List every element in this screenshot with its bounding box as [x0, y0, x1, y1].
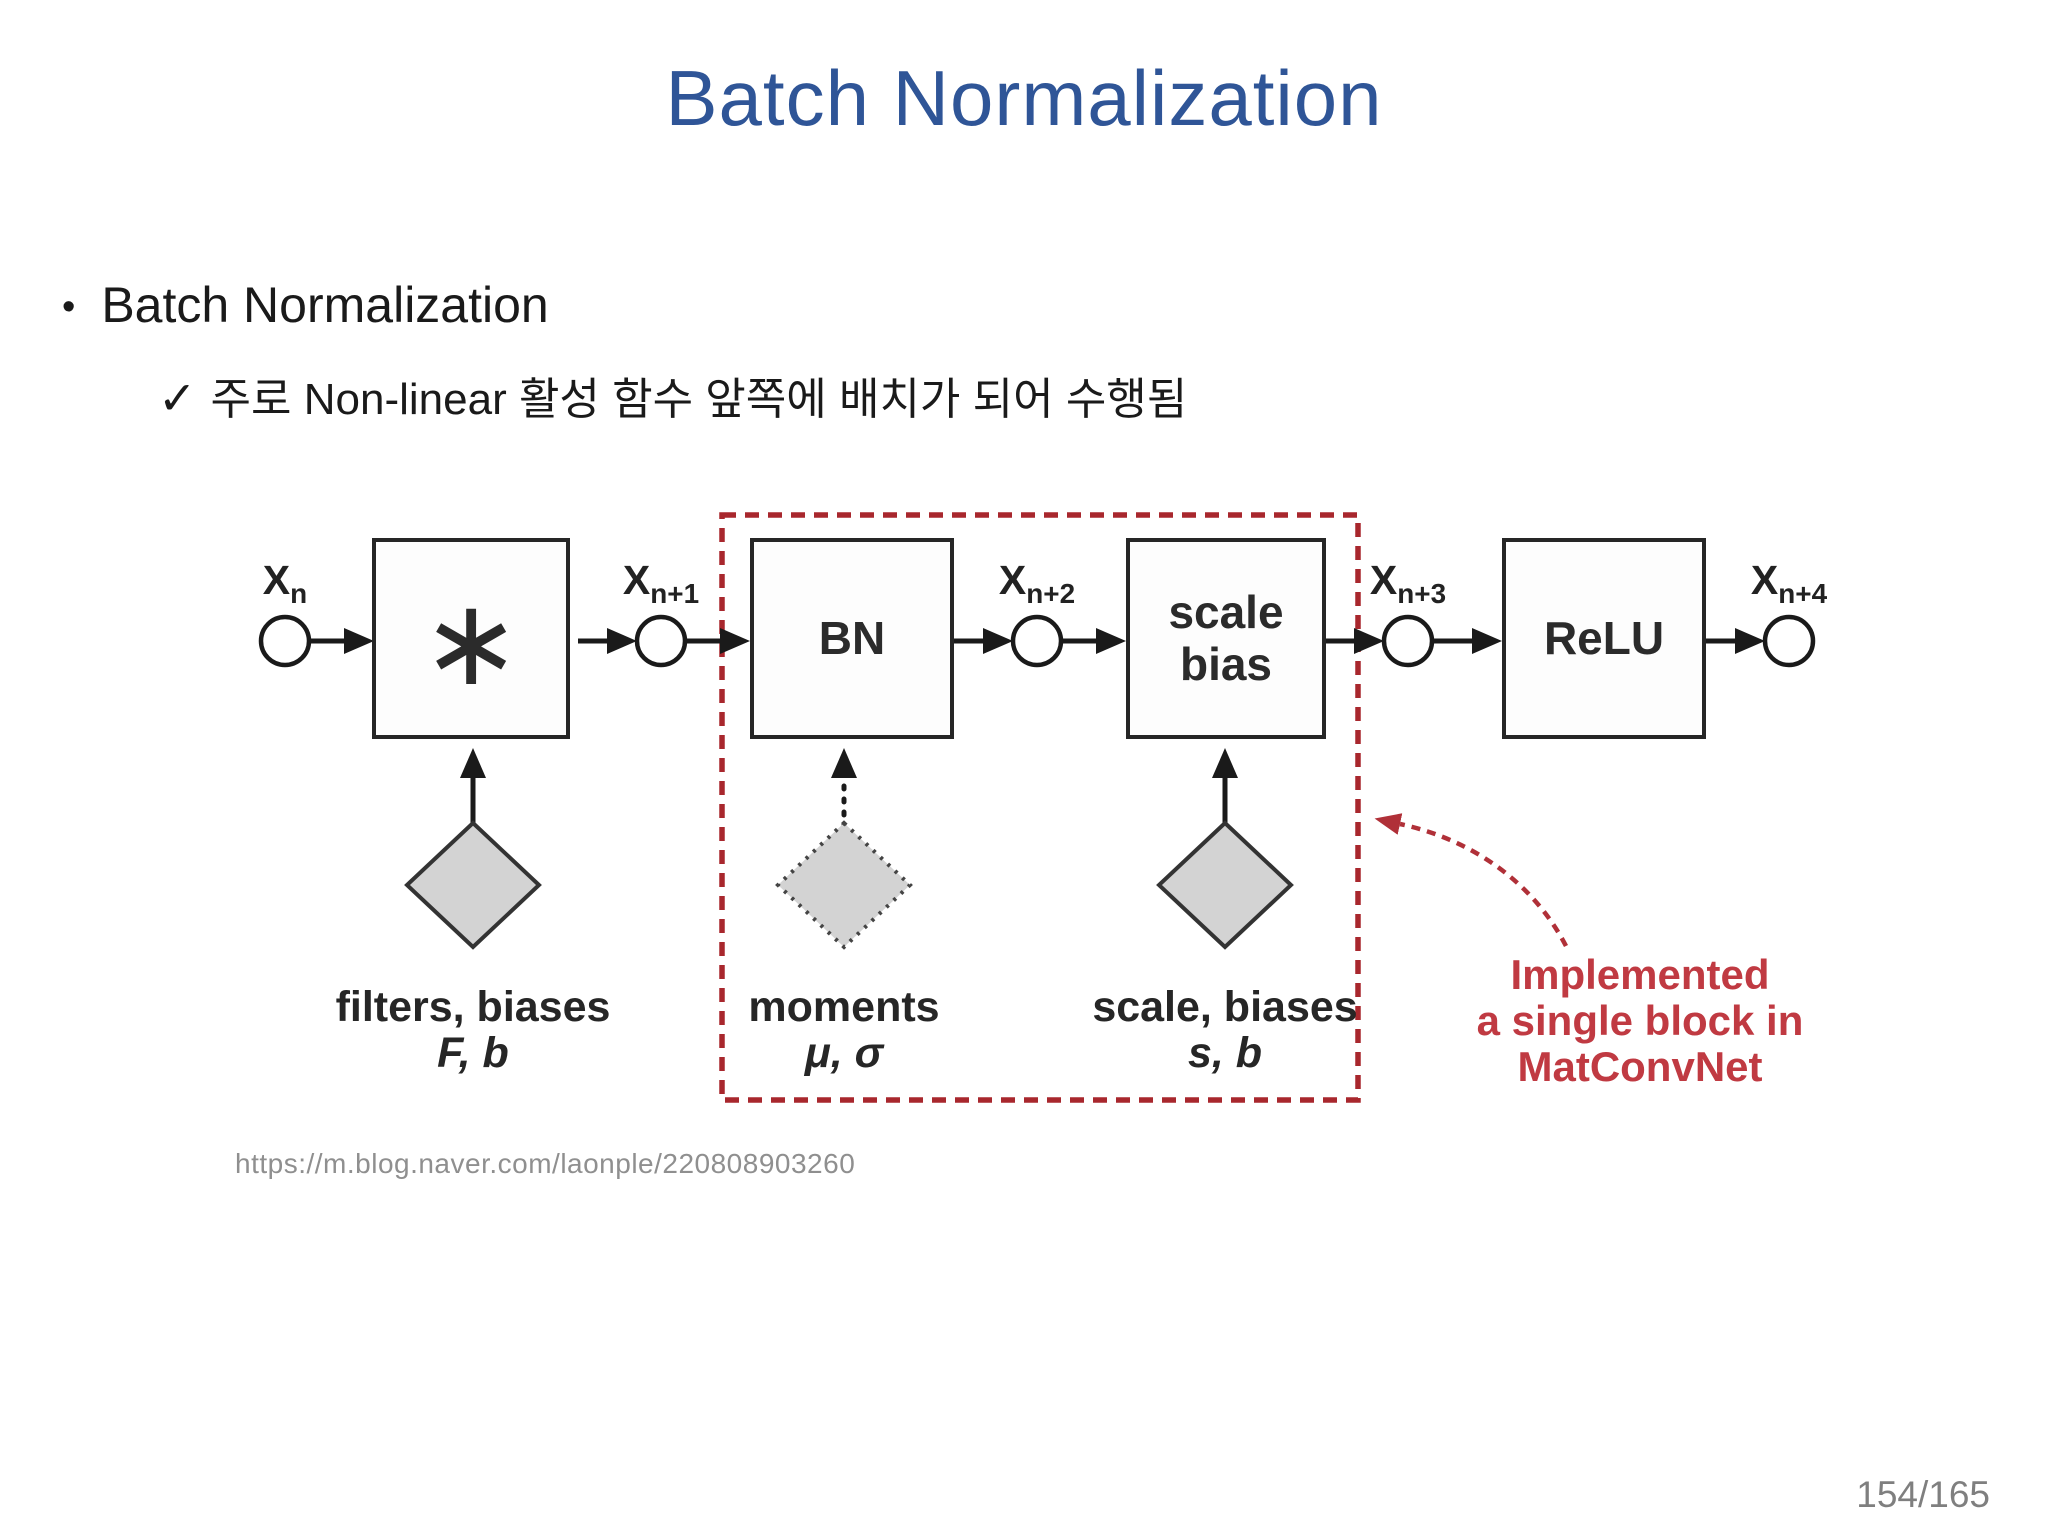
node-xn-circle: [258, 614, 312, 668]
filters-biases-symbols: F, b: [437, 1029, 509, 1078]
check-line: ✓ 주로 Non-linear 활성 함수 앞쪽에 배치가 되어 수행됨: [158, 372, 1187, 426]
source-url: https://m.blog.naver.com/laonple/2208089…: [235, 1148, 856, 1179]
scale-biases-label: scale, biases s, b: [1005, 984, 1445, 1077]
page-number: 154/165: [1856, 1474, 1990, 1515]
bullet-line: • Batch Normalization: [62, 278, 549, 333]
checkmark-icon: ✓: [158, 372, 197, 424]
bullet-icon: •: [62, 285, 76, 328]
relu-box: ReLU: [1502, 538, 1706, 739]
bn-box: BN: [750, 538, 954, 739]
scale-bias-box: scale bias: [1126, 538, 1326, 739]
conv-box: ∗: [372, 538, 570, 739]
moments-label: moments μ, σ: [624, 984, 1064, 1077]
node-label-xn2: Xn+2: [998, 557, 1076, 610]
annotation-line3: MatConvNet: [1517, 1043, 1763, 1091]
annotation-line2: a single block in: [1476, 997, 1804, 1045]
relu-box-label: ReLU: [1543, 611, 1665, 664]
moments-diamond: [775, 820, 913, 950]
moments-name: moments: [748, 983, 940, 1031]
node-label-xn3: Xn+3: [1369, 557, 1447, 610]
scale-biases-diamond: [1156, 820, 1294, 950]
filters-biases-name: filters, biases: [335, 983, 611, 1031]
moments-symbols: μ, σ: [804, 1029, 884, 1078]
filters-biases-label: filters, biases F, b: [253, 984, 693, 1077]
check-text: 주로 Non-linear 활성 함수 앞쪽에 배치가 되어 수행됨: [210, 375, 1188, 424]
node-label-xn1: Xn+1: [622, 557, 700, 610]
node-xn2-circle: [1010, 614, 1064, 668]
scale-bias-box-label-line1: scale: [1168, 585, 1284, 638]
bullet-text: Batch Normalization: [101, 277, 549, 333]
annotation-line1: Implemented: [1510, 951, 1770, 998]
node-label-xn4: Xn+4: [1750, 557, 1828, 610]
node-label-xn: Xn: [262, 557, 308, 610]
scale-biases-name: scale, biases: [1092, 983, 1358, 1031]
bn-box-label: BN: [818, 611, 886, 664]
matconvnet-annotation: Implemented a single block in MatConvNet: [1420, 951, 1860, 1091]
node-xn3-circle: [1381, 614, 1435, 668]
node-xn4-circle: [1762, 614, 1816, 668]
filters-biases-diamond: [404, 820, 542, 950]
annotation-curved-arrow: [1374, 813, 1568, 948]
scale-biases-symbols: s, b: [1187, 1029, 1263, 1078]
scale-bias-box-label-line2: bias: [1179, 637, 1273, 690]
slide-title: Batch Normalization: [665, 54, 1383, 142]
red-dashed-scope-box: [719, 512, 1361, 1103]
node-xn1-circle: [634, 614, 688, 668]
